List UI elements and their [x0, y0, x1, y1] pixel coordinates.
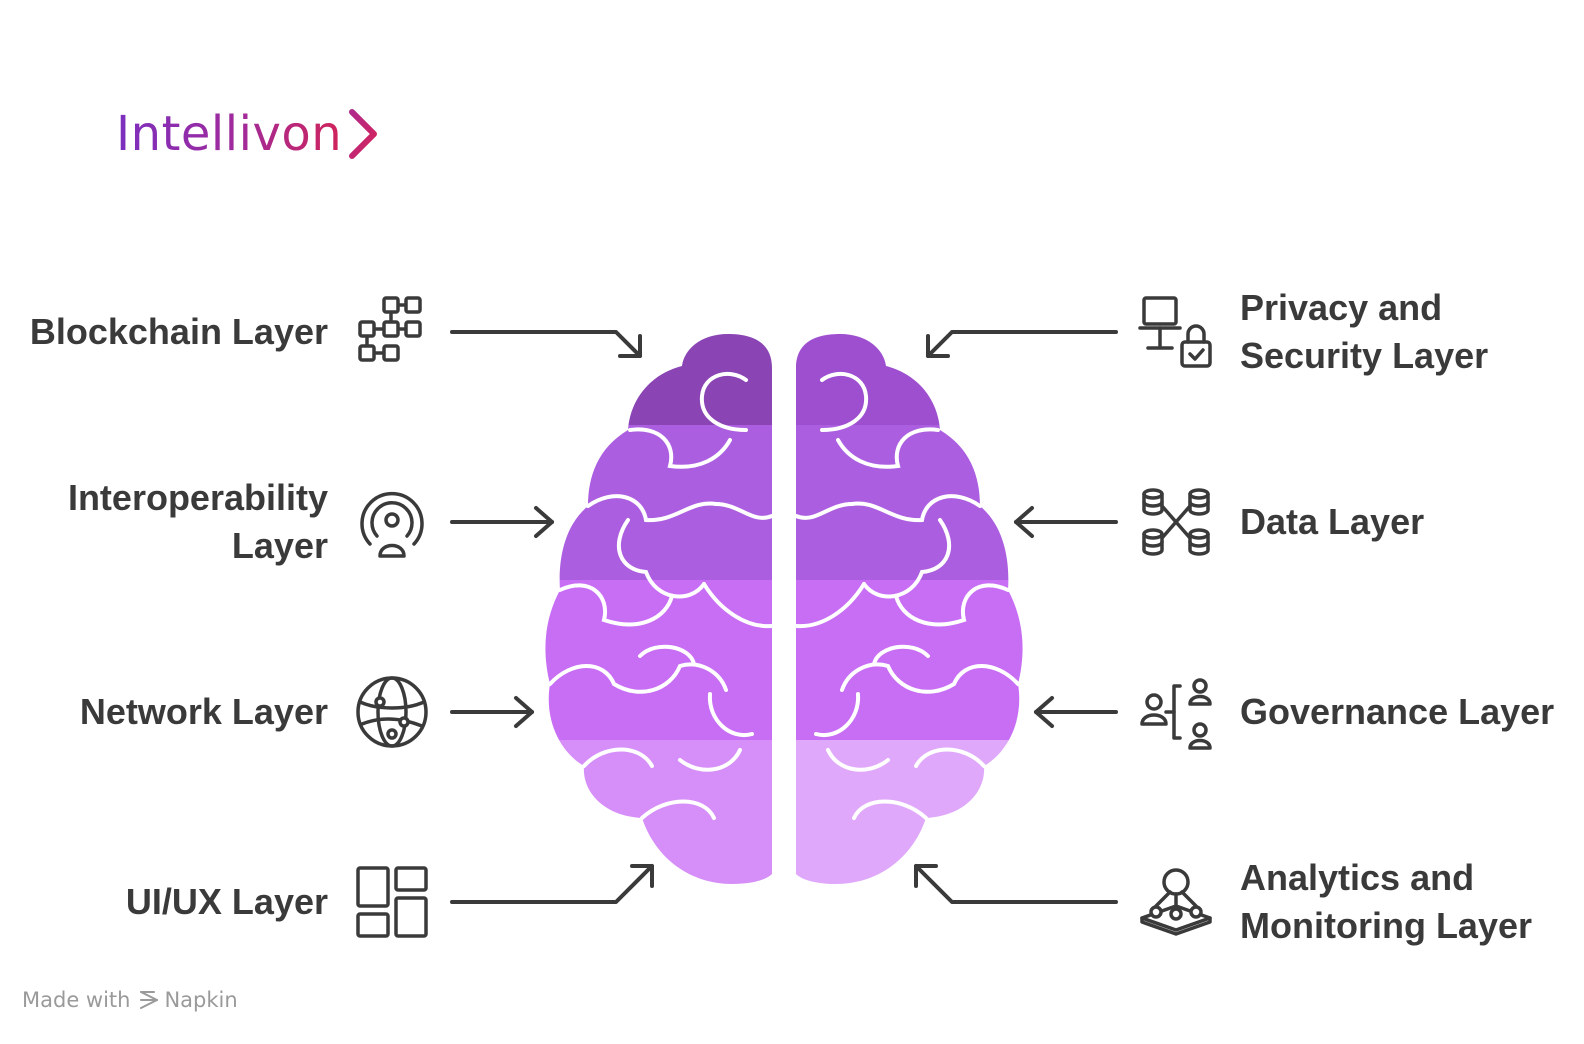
arrow-governance	[1034, 696, 1118, 728]
arrow-uiux	[450, 864, 654, 904]
label-privacy-security-layer: Privacy and Security Layer	[1240, 287, 1489, 376]
arrow-network	[450, 696, 534, 728]
label-analytics-monitoring-layer: Analytics and Monitoring Layer	[1240, 857, 1533, 946]
arrow-blockchain	[450, 330, 642, 358]
arrow-analytics	[914, 864, 1118, 904]
people-hierarchy-icon	[1136, 672, 1216, 752]
globe-network-icon	[352, 672, 432, 752]
label-data-layer: Data Layer	[1240, 501, 1425, 542]
database-network-icon	[1136, 482, 1216, 562]
napkin-logo-icon	[140, 991, 159, 1009]
logo-text: Intellivon	[116, 106, 343, 162]
broadcast-person-icon	[352, 482, 432, 562]
blockchain-blocks-icon	[352, 292, 432, 372]
footer: Made with Napkin	[22, 988, 238, 1012]
label-blockchain-layer: Blockchain Layer	[29, 311, 328, 352]
arrow-privacy	[926, 330, 1118, 358]
label-governance-layer: Governance Layer	[1240, 691, 1555, 732]
computer-lock-icon	[1136, 292, 1216, 372]
logo: Intellivon	[116, 104, 380, 164]
label-interoperability-layer: Interoperability Layer	[67, 477, 328, 566]
analytics-network-icon	[1136, 862, 1216, 942]
layout-grid-icon	[352, 862, 432, 942]
chevron-right-icon	[349, 109, 378, 159]
label-network-layer: Network Layer	[79, 691, 328, 732]
label-uiux-layer: UI/UX Layer	[125, 881, 328, 922]
footer-brand-label: Napkin	[164, 988, 238, 1012]
footer-made-with: Made with	[22, 988, 131, 1012]
napkin-brand[interactable]: Napkin	[138, 988, 238, 1012]
arrow-interoperability	[450, 506, 554, 538]
arrow-data	[1014, 506, 1118, 538]
